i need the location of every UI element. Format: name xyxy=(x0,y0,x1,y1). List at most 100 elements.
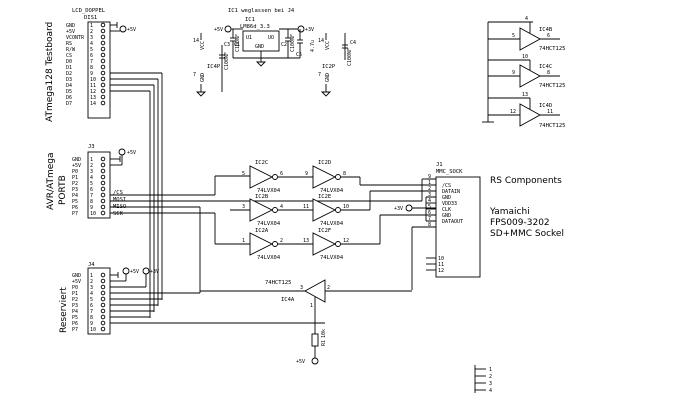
j4-pin-label: P3 xyxy=(72,303,78,309)
j3-pin-pad xyxy=(100,192,106,198)
reg-plus5-label: +5V xyxy=(214,27,223,33)
lcd-pin-number: 3 xyxy=(90,35,93,41)
lcd-pin-pad xyxy=(100,46,106,52)
ic4d-name: IC4D xyxy=(539,103,552,109)
legend-4: 4 xyxy=(489,388,492,394)
j1-pin-number: 2 xyxy=(428,186,431,192)
ic2f-gate xyxy=(312,232,337,256)
j4-pin-label: P1 xyxy=(72,291,78,297)
regulator-note: IC1 weglassen bei J4 xyxy=(228,8,295,14)
title-block: RS Components Yamaichi FPS009-3202 SD+MM… xyxy=(489,176,564,239)
ic4p-vcc: VCC xyxy=(200,41,206,50)
j3-signal-cs: /CS xyxy=(113,190,123,196)
ic2c-gate xyxy=(249,165,274,189)
j3-pin-label: +5V xyxy=(72,163,81,169)
cap-c1-value: C100NF xyxy=(235,34,241,52)
j4-pin-number: 9 xyxy=(90,321,93,327)
j4-side-label: Reserviert xyxy=(59,287,69,333)
j4-pin-number: 6 xyxy=(90,303,93,309)
ic2c-in: 5 xyxy=(242,171,245,177)
cap-c1-name: C1 xyxy=(234,42,240,48)
legend-symbol: 1 2 3 4 xyxy=(474,365,492,394)
lcd-pin-label: D2 xyxy=(66,71,72,77)
ic2p-label: IC2P xyxy=(322,64,336,70)
lcd-pin-number: 11 xyxy=(90,83,96,89)
lcd-pin-pad xyxy=(100,22,106,28)
ic2f-name: IC2F xyxy=(318,228,331,234)
j3-pin-label: P6 xyxy=(72,205,78,211)
ic4p-gnd: GND xyxy=(200,73,206,82)
ic4c-out: 8 xyxy=(547,70,550,76)
lcd-pin-number: 2 xyxy=(90,29,93,35)
j4-pin-number: 5 xyxy=(90,297,93,303)
regulator-u1: U1 xyxy=(246,35,252,41)
ic2d-part: 74LVX04 xyxy=(320,188,344,194)
plus5v-symbol-j4 xyxy=(122,267,130,275)
j3-pin-number: 3 xyxy=(90,169,93,175)
j3-pin-label: P3 xyxy=(72,187,78,193)
ic4b-in: 5 xyxy=(512,33,515,39)
lcd-header-body xyxy=(87,21,111,119)
ic2d-out: 8 xyxy=(343,171,346,177)
j4-pin-pad xyxy=(100,290,106,296)
ic2f-out: 12 xyxy=(343,238,349,244)
j4-pin-number: 7 xyxy=(90,309,93,315)
ic2a-gate xyxy=(249,232,274,256)
lcd-pin-number: 1 xyxy=(90,23,93,29)
j4-pin-pad xyxy=(100,314,106,320)
j3-signal-sck: SCK xyxy=(113,211,124,217)
ic2e-gate xyxy=(312,198,337,222)
lcd-pin-pad xyxy=(100,82,106,88)
j4-pin-pad xyxy=(100,320,106,326)
j4-pin-label: P7 xyxy=(72,327,78,333)
ic2c-name: IC2C xyxy=(255,160,268,166)
lcd-pin-number: 10 xyxy=(90,77,96,83)
j4-pin-label: GND xyxy=(72,273,81,279)
j4-plus5-label: +5V xyxy=(130,269,139,275)
ic4-buffers: 5 6 4 IC4B 74HCT125 9 8 10 IC4C 74HCT125… xyxy=(482,16,566,129)
j1-pin-number: 7 xyxy=(428,216,431,222)
j3-pin-pad xyxy=(100,180,106,186)
j3-pin-number: 6 xyxy=(90,187,93,193)
title-maker: Yamaichi xyxy=(489,207,530,217)
ic2d-name: IC2D xyxy=(318,160,331,166)
j3-plus5-label: +5V xyxy=(127,150,136,156)
lcd-pin-pad xyxy=(100,52,106,58)
cap-c4-name: C4 xyxy=(350,40,356,46)
regulator-part: LM86d_3.3 xyxy=(240,24,270,30)
ic2a-out: 2 xyxy=(280,238,283,244)
ic4b-part: 74HCT125 xyxy=(539,46,566,52)
j3-pin-pad xyxy=(100,210,106,216)
j3-side-label-2: PORTB xyxy=(58,175,68,205)
ic4c-en: 10 xyxy=(522,54,528,60)
j3-pin-label: P5 xyxy=(72,199,78,205)
plus5v-symbol-lcd xyxy=(119,25,127,33)
cap-c3-name: C3 xyxy=(224,42,230,48)
j3-pin-number: 9 xyxy=(90,205,93,211)
ic4a-out: 2 xyxy=(327,285,330,291)
lcd-pin-number: 5 xyxy=(90,47,93,53)
j1-body xyxy=(435,176,481,278)
j1-pin-number: 10 xyxy=(438,256,444,262)
j4-pin-label: +5V xyxy=(72,279,81,285)
lcd-pin-pad xyxy=(100,76,106,82)
ic2p-gnd: GND xyxy=(325,73,331,82)
lcd-pin-pad xyxy=(100,64,106,70)
ic2b-in: 3 xyxy=(242,204,245,210)
plus5v-symbol-j3 xyxy=(118,148,126,156)
lcd-pin-number: 13 xyxy=(90,95,96,101)
lcd-pin-pad xyxy=(100,34,106,40)
title-desc: SD+MMC Sockel xyxy=(490,229,564,239)
ic2a-name: IC2A xyxy=(255,228,269,234)
plus3v-symbol-reg xyxy=(297,25,305,33)
ic2d-in: 9 xyxy=(305,171,308,177)
ic2b-name: IC2B xyxy=(255,194,269,200)
ic4b-en: 4 xyxy=(525,16,528,22)
ic2f-in: 13 xyxy=(303,238,309,244)
plus5v-symbol-r1 xyxy=(311,357,319,365)
ic2a-part: 74LVX04 xyxy=(257,255,281,261)
j4-pin-pad xyxy=(100,284,106,290)
